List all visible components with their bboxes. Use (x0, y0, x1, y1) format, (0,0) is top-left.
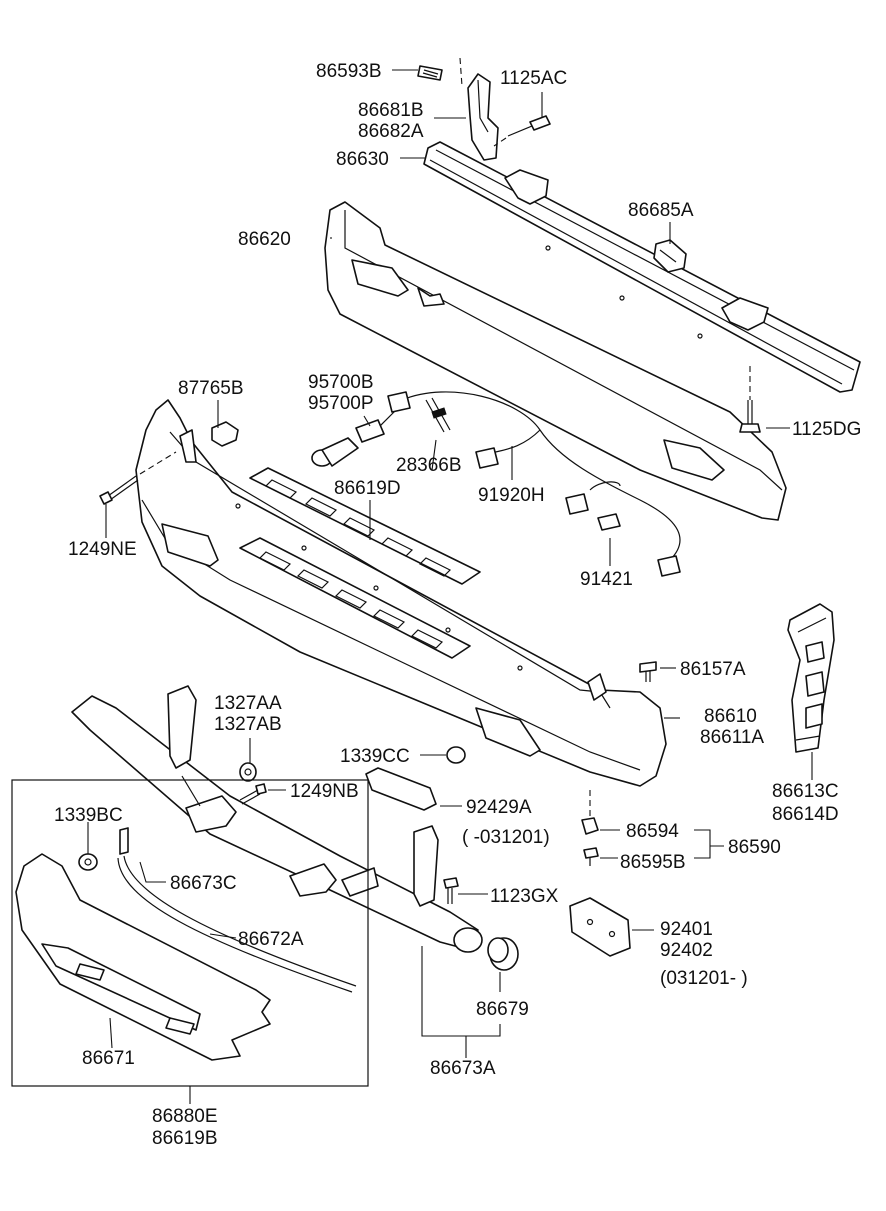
cap-86679 (487, 937, 519, 971)
side-bracket-86613C (787, 603, 835, 753)
fastener-86590 (581, 790, 599, 866)
callout-86679: 86679 (476, 999, 529, 1020)
screw-86157A (639, 661, 657, 682)
callout-86614D: 86614D (772, 804, 839, 825)
plate-92429A (365, 767, 437, 811)
callout-86593B: 86593B (316, 61, 382, 82)
leader-lines (87, 69, 813, 1104)
callout-86610: 86610 (704, 706, 757, 727)
bolt-1123GX (443, 877, 459, 904)
callout-1125AC: 1125AC (500, 68, 567, 89)
callout-86157A: 86157A (680, 659, 746, 680)
pad-91421 (597, 513, 621, 531)
callout-95700P: 95700P (308, 393, 374, 414)
callout-86595B: 86595B (620, 852, 686, 873)
callout-92402: 92402 (660, 940, 713, 961)
clip-87765B (211, 421, 239, 447)
callout-87765B: 87765B (178, 378, 244, 399)
bracket-86681B (459, 57, 499, 161)
sensor-95700B (311, 409, 397, 467)
callout-86671: 86671 (82, 1048, 135, 1069)
callout-86630: 86630 (336, 149, 389, 170)
callout-86673A: 86673A (430, 1058, 496, 1079)
callout-1339CC: 1339CC (340, 746, 410, 767)
bolt-1125AC (493, 115, 551, 147)
step-frame-86673A (71, 685, 483, 953)
step-pad-86619D (249, 467, 481, 585)
clip-86593B (417, 65, 443, 81)
plate-92401 (569, 897, 631, 957)
callout-1249NE: 1249NE (68, 539, 137, 560)
screw-1249NE (99, 451, 177, 505)
callout-86672A: 86672A (238, 929, 304, 950)
callout-86681B: 86681B (358, 100, 424, 121)
callout-1249NB: 1249NB (290, 781, 359, 802)
callout-86619B: 86619B (152, 1128, 218, 1149)
step-plate-86671 (15, 853, 271, 1061)
strip-86673C (117, 827, 357, 993)
callout-95700B: 95700B (308, 372, 374, 393)
callout-86611A: 86611A (700, 727, 764, 748)
step-pad-lower (239, 537, 471, 659)
nut-1327AA (239, 762, 257, 782)
callout-92401: 92401 (660, 919, 713, 940)
absorber-86620 (324, 201, 787, 521)
callout-92429A: 92429A (466, 797, 532, 818)
callout-86594: 86594 (626, 821, 679, 842)
callout-1125DG: 1125DG (792, 419, 861, 440)
wiring-91920H (387, 391, 681, 577)
callout-86682A: 86682A (358, 121, 424, 142)
callout-28366B: 28366B (396, 455, 462, 476)
bolt-1249NB (239, 783, 267, 805)
callout-1327AB: 1327AB (214, 714, 282, 735)
nut-1339CC (446, 746, 466, 764)
callout-1123GX: 1123GX (490, 886, 559, 907)
nut-1339BC (78, 853, 98, 871)
callout-range-to-031201: ( -031201) (462, 827, 550, 848)
bolt-1125DG (739, 366, 761, 433)
callout-86880E: 86880E (152, 1106, 218, 1127)
callout-86613C: 86613C (772, 781, 839, 802)
callout-86685A: 86685A (628, 200, 694, 221)
callout-91920H: 91920H (478, 485, 545, 506)
bumper-cover-86610 (135, 399, 667, 787)
callout-91421: 91421 (580, 569, 633, 590)
callout-range-from-031201: (031201- ) (660, 968, 748, 989)
clip-28366B (425, 397, 451, 433)
callout-86673C: 86673C (170, 873, 237, 894)
callout-86590: 86590 (728, 837, 781, 858)
callout-86619D: 86619D (334, 478, 401, 499)
callout-labels: 86593B 1125AC 86681B 86682A 86630 86685A… (54, 61, 861, 1149)
callout-1339BC: 1339BC (54, 805, 123, 826)
rear-beam-86630 (423, 141, 861, 393)
callout-86620: 86620 (238, 229, 291, 250)
callout-1327AA: 1327AA (214, 693, 282, 714)
